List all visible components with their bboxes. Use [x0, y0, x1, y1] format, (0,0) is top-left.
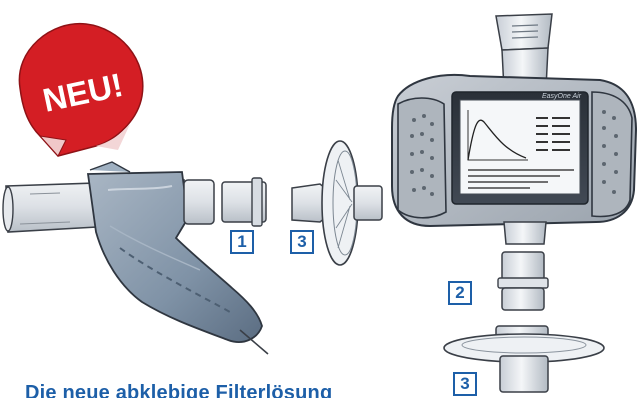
new-sticker: NEU! — [19, 24, 142, 156]
headline-text: Die neue abklebige Filterlösung — [25, 382, 332, 398]
tube-collar — [184, 180, 214, 224]
vertical-lower-tube — [504, 222, 546, 244]
part-number-badge: 3 — [453, 372, 477, 396]
part-number-badge: 1 — [230, 230, 254, 254]
part-number-badge: 2 — [448, 281, 472, 305]
device-brand-label: EasyOne Air — [542, 93, 582, 100]
spirometer-device: EasyOne Air — [392, 75, 636, 226]
vertical-adapter-part — [498, 252, 548, 310]
adapter-part — [222, 178, 266, 226]
part-number-badge: 3 — [290, 230, 314, 254]
